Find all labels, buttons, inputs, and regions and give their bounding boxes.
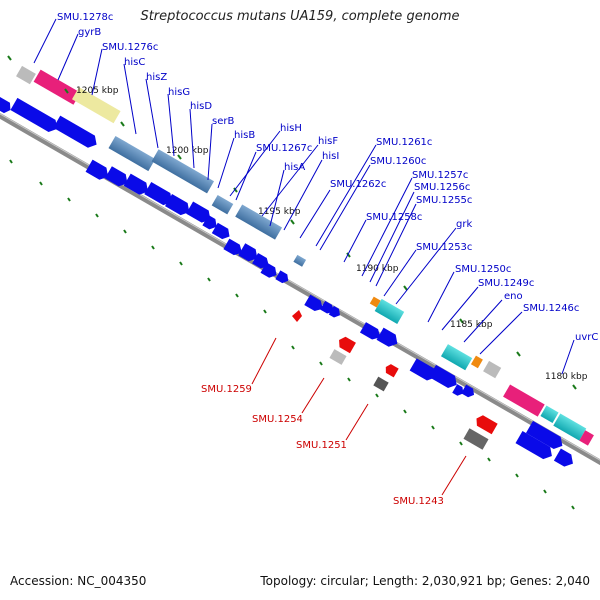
- forward-label-leaders: [33, 18, 575, 375]
- tick-label: 1190 kbp: [356, 264, 399, 274]
- gene-label-uvrC[interactable]: uvrC: [575, 332, 598, 343]
- gene-label-SMU1262c[interactable]: SMU.1262c: [330, 179, 386, 190]
- position-ticks: [7, 55, 577, 510]
- gene-label-serB[interactable]: serB: [212, 116, 234, 127]
- gene-label-SMU1249c[interactable]: SMU.1249c: [478, 278, 534, 289]
- gene-label-hisH[interactable]: hisH: [280, 123, 302, 134]
- gene-label-hisI[interactable]: hisI: [322, 151, 339, 162]
- tick-label: 1180 kbp: [545, 372, 588, 382]
- gene-label-SMU1276c[interactable]: SMU.1276c: [102, 42, 158, 53]
- gene-label-SMU1260c[interactable]: SMU.1260c: [370, 156, 426, 167]
- gene-label-gyrB[interactable]: gyrB: [78, 27, 101, 38]
- gene-label-SMU1246c[interactable]: SMU.1246c: [523, 303, 579, 314]
- gene-label-SMU1243[interactable]: SMU.1243: [393, 496, 444, 507]
- gene-label-SMU1267c[interactable]: SMU.1267c: [256, 143, 312, 154]
- gene-label-SMU1250c[interactable]: SMU.1250c: [455, 264, 511, 275]
- gene-label-SMU1258c[interactable]: SMU.1258c: [366, 212, 422, 223]
- gene-label-SMU1278c[interactable]: SMU.1278c: [57, 12, 113, 23]
- kbp-tick-labels: 1205 kbp 1200 kbp 1195 kbp 1190 kbp 1185…: [76, 86, 588, 382]
- gene-label-hisB[interactable]: hisB: [234, 130, 255, 141]
- gene-label-eno[interactable]: eno: [504, 291, 523, 302]
- gene-label-hisD[interactable]: hisD: [190, 101, 212, 112]
- gene-label-SMU1253c[interactable]: SMU.1253c: [416, 242, 472, 253]
- gene-label-hisZ[interactable]: hisZ: [146, 72, 167, 83]
- reverse-cds-features: [292, 310, 498, 450]
- page-title: Streptococcus mutans UA159, complete gen…: [140, 9, 460, 24]
- gene-label-hisF[interactable]: hisF: [318, 136, 338, 147]
- tick-label: 1200 kbp: [166, 146, 209, 156]
- reverse-label-leaders: [251, 337, 467, 496]
- gene-label-grk[interactable]: grk: [456, 219, 472, 230]
- gene-label-SMU1256c[interactable]: SMU.1256c: [414, 182, 470, 193]
- gene-label-SMU1254[interactable]: SMU.1254: [252, 414, 303, 425]
- gene-label-SMU1251[interactable]: SMU.1251: [296, 440, 347, 451]
- gene-label-SMU1261c[interactable]: SMU.1261c: [376, 137, 432, 148]
- tick-label: 1195 kbp: [258, 207, 301, 217]
- gene-label-hisG[interactable]: hisG: [168, 87, 190, 98]
- gene-label-hisA[interactable]: hisA: [284, 162, 305, 173]
- genome-summary-text: Topology: circular; Length: 2,030,921 bp…: [260, 574, 590, 588]
- tick-label: 1205 kbp: [76, 86, 119, 96]
- accession-text: Accession: NC_004350: [10, 574, 147, 588]
- cog-feature-blocks: [16, 65, 594, 446]
- gene-label-SMU1257c[interactable]: SMU.1257c: [412, 170, 468, 181]
- tick-label: 1185 kbp: [450, 320, 493, 330]
- gene-label-hisC[interactable]: hisC: [124, 57, 145, 68]
- reverse-gene-labels: SMU.1259 SMU.1254 SMU.1251 SMU.1243: [201, 384, 444, 507]
- forward-cds-arrows: [0, 95, 573, 467]
- gene-label-SMU1259[interactable]: SMU.1259: [201, 384, 252, 395]
- gene-label-SMU1255c[interactable]: SMU.1255c: [416, 195, 472, 206]
- forward-gene-labels: SMU.1278c gyrB SMU.1276c hisC hisZ hisG …: [57, 12, 598, 343]
